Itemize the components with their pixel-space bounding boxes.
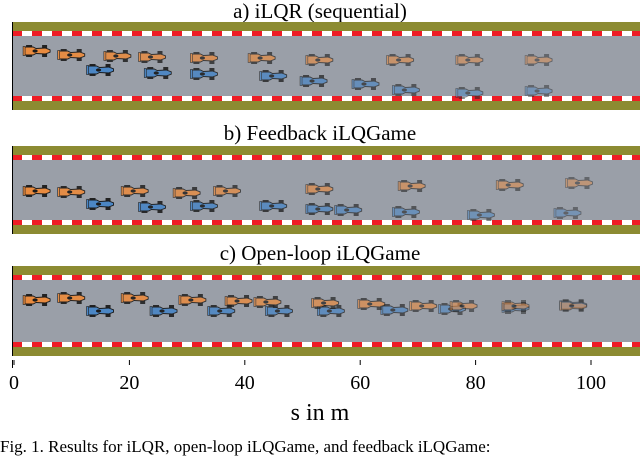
blue-car xyxy=(553,207,582,219)
orange-car xyxy=(409,300,438,312)
x-tick-label: 100 xyxy=(576,372,606,394)
blue-car xyxy=(559,299,588,311)
orange-car xyxy=(138,51,166,63)
blue-car xyxy=(299,75,328,87)
blue-car xyxy=(138,201,166,213)
orange-car xyxy=(172,187,201,199)
blue-car xyxy=(392,206,420,218)
blue-car xyxy=(392,84,420,96)
panel-b-title: b) Feedback iLQGame xyxy=(223,121,417,145)
orange-car xyxy=(57,49,86,61)
blue-car xyxy=(334,204,363,216)
orange-car xyxy=(213,185,241,197)
orange-car xyxy=(57,186,86,198)
blue-car xyxy=(259,70,288,82)
orange-car xyxy=(397,180,426,192)
blue-car xyxy=(86,305,115,317)
orange-car xyxy=(449,300,478,312)
x-tick-label: 20 xyxy=(119,372,140,394)
orange-car xyxy=(120,292,149,304)
orange-car xyxy=(22,185,51,197)
orange-car xyxy=(495,179,524,191)
blue-car xyxy=(86,64,115,76)
orange-car xyxy=(57,292,86,304)
blue-car xyxy=(149,305,178,317)
blue-car xyxy=(86,198,115,210)
orange-car xyxy=(357,298,386,310)
blue-car xyxy=(351,78,380,90)
blue-car xyxy=(265,305,293,317)
orange-car xyxy=(565,177,593,189)
orange-car xyxy=(253,296,282,308)
orange-car xyxy=(22,294,51,306)
orange-car xyxy=(501,300,530,312)
orange-car xyxy=(524,54,553,66)
orange-car xyxy=(305,54,334,66)
figure-caption: Fig. 1. Results for iLQR, open-loop iLQG… xyxy=(0,437,491,456)
blue-car xyxy=(190,200,218,212)
blue-car xyxy=(259,200,288,212)
orange-car xyxy=(178,294,207,306)
orange-car xyxy=(305,183,334,195)
track-b xyxy=(12,146,640,234)
x-tick-label: 0 xyxy=(9,372,19,394)
blue-car xyxy=(455,87,484,99)
blue-car xyxy=(190,68,218,80)
orange-car xyxy=(103,50,132,62)
orange-car xyxy=(455,54,484,66)
blue-car xyxy=(524,85,553,97)
orange-car xyxy=(22,45,51,57)
panel-c-title: c) Open-loop iLQGame xyxy=(219,241,421,265)
x-tick-label: 60 xyxy=(350,372,371,394)
orange-car xyxy=(247,52,276,64)
blue-car xyxy=(305,203,334,215)
orange-car xyxy=(386,54,415,66)
x-axis xyxy=(12,360,592,368)
orange-car xyxy=(120,185,149,197)
orange-car xyxy=(190,52,218,64)
track-c xyxy=(12,266,640,356)
x-tick-label: 40 xyxy=(234,372,255,394)
orange-car xyxy=(224,295,253,307)
orange-car xyxy=(559,300,588,312)
x-tick-label: 80 xyxy=(465,372,486,394)
blue-car xyxy=(467,209,495,221)
blue-car xyxy=(143,67,172,79)
x-axis-label: s in m xyxy=(290,400,350,426)
orange-car xyxy=(311,297,340,309)
panel-a-title: a) iLQR (sequential) xyxy=(233,0,407,23)
track-a xyxy=(12,22,640,110)
